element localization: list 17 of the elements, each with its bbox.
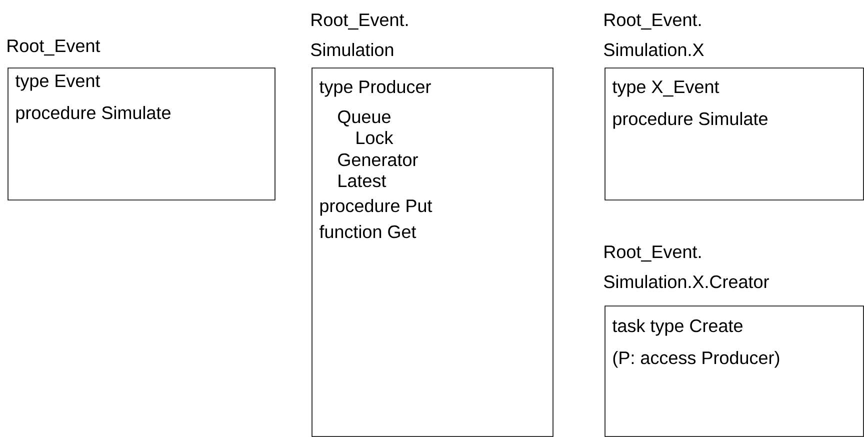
declaration: (P: access Producer): [613, 350, 780, 368]
declaration: procedure Simulate: [613, 112, 768, 129]
declaration: procedure Simulate: [16, 106, 170, 123]
declaration: type Event: [15, 74, 100, 91]
package-name: Root_Event. Simulation.X: [604, 14, 704, 56]
declaration: Latest: [338, 174, 386, 188]
declaration: type Producer: [319, 80, 431, 97]
declaration: Lock: [356, 130, 394, 144]
declaration: procedure Put: [320, 198, 432, 216]
package-name: Root_Event. Simulation: [311, 14, 408, 56]
declaration: Queue: [338, 110, 390, 126]
package-name: Root_Event: [8, 40, 100, 56]
declaration: type X_Event: [612, 80, 720, 97]
declaration: function Get: [319, 224, 416, 238]
package-name: Root_Event. Simulation.X.Creator: [604, 246, 769, 288]
declaration: task type Create: [612, 318, 742, 336]
declaration: Generator: [338, 153, 418, 166]
